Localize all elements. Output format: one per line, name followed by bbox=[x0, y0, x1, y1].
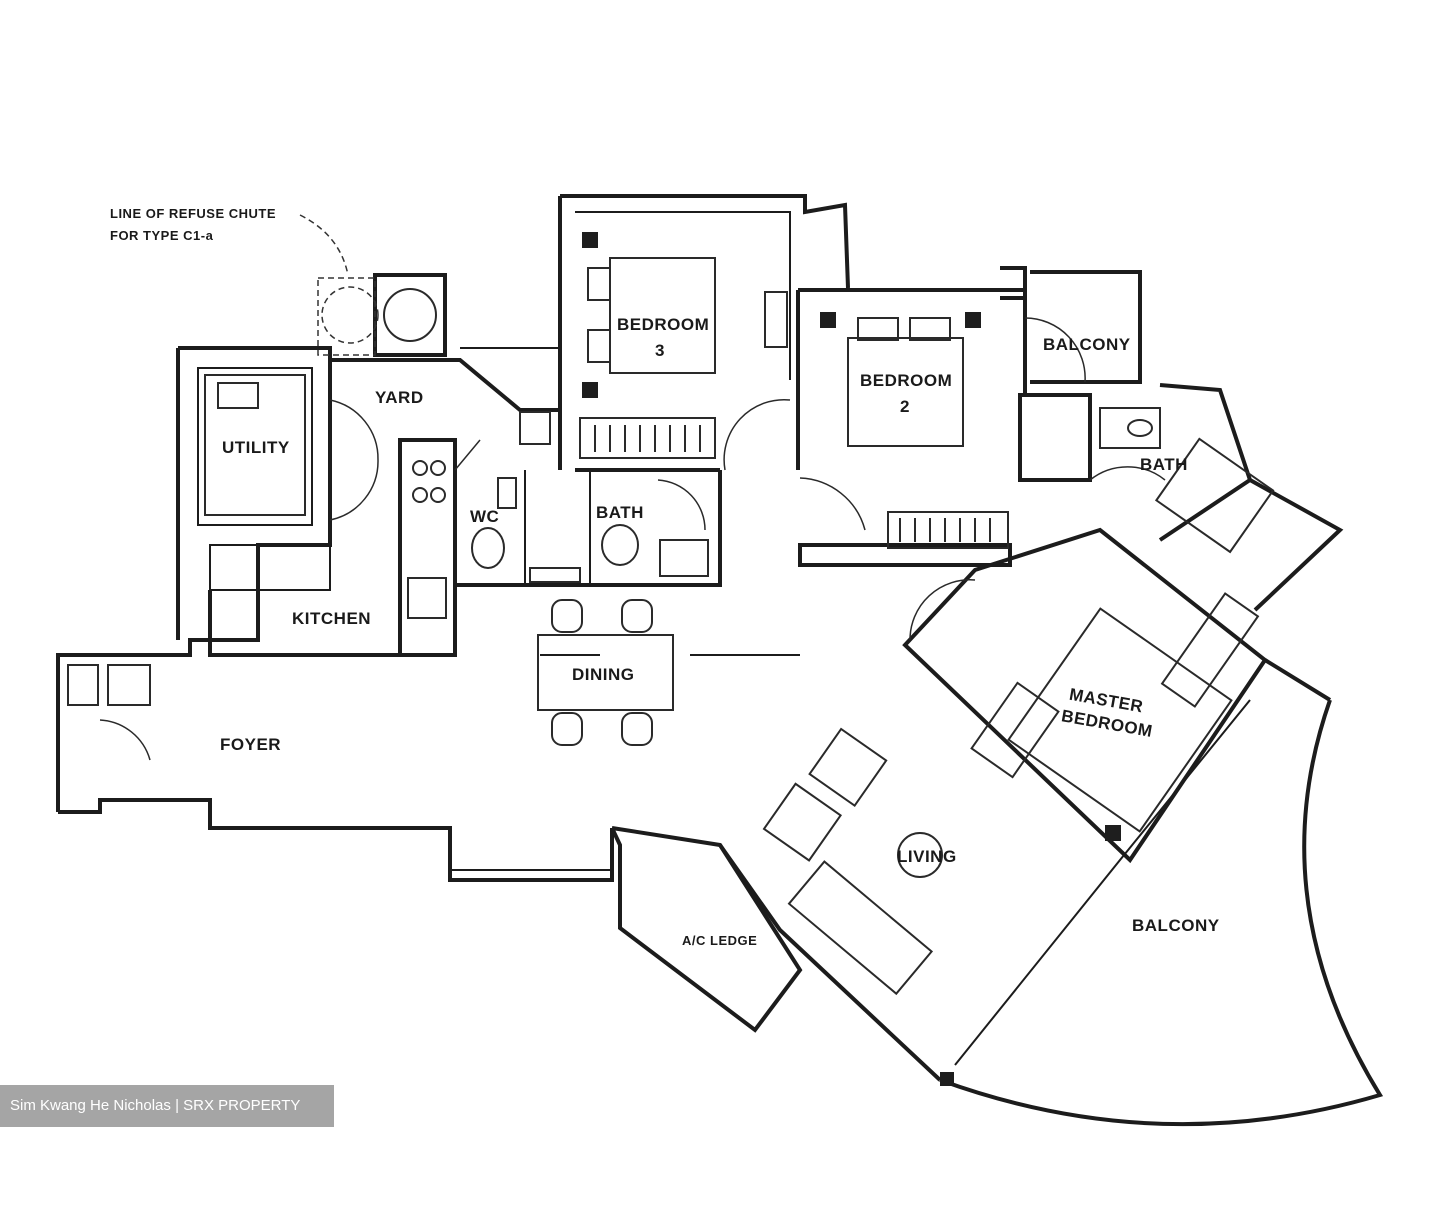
refuse-chute-label-line2: FOR TYPE C1-a bbox=[110, 228, 214, 243]
bedroom-2-label: BEDROOM bbox=[860, 371, 952, 390]
dining-label: DINING bbox=[572, 665, 635, 684]
living-label: LIVING bbox=[897, 847, 957, 866]
yard-label: YARD bbox=[375, 388, 424, 407]
room-labels: YARD UTILITY WC BATH BEDROOM 3 BEDROOM 2… bbox=[220, 315, 1220, 948]
bedroom-3-label: BEDROOM bbox=[617, 315, 709, 334]
foyer-label: FOYER bbox=[220, 735, 281, 754]
bath-master-label: BATH bbox=[1140, 455, 1188, 474]
bedroom-3-number: 3 bbox=[655, 341, 665, 360]
utility-label: UTILITY bbox=[222, 438, 290, 457]
refuse-chute-note: LINE OF REFUSE CHUTE FOR TYPE C1-a bbox=[110, 206, 437, 356]
balcony-main-label: BALCONY bbox=[1132, 916, 1220, 935]
bedroom-2-number: 2 bbox=[900, 397, 910, 416]
balcony-top-label: BALCONY bbox=[1043, 335, 1131, 354]
walls bbox=[56, 194, 1384, 1127]
kitchen-label: KITCHEN bbox=[292, 609, 371, 628]
watermark-caption: Sim Kwang He Nicholas | SRX PROPERTY bbox=[0, 1085, 334, 1127]
bath-common-label: BATH bbox=[596, 503, 644, 522]
refuse-chute-label-line1: LINE OF REFUSE CHUTE bbox=[110, 206, 276, 221]
furniture bbox=[67, 232, 1275, 1086]
ac-ledge-label: A/C LEDGE bbox=[682, 933, 757, 948]
door-swings bbox=[99, 317, 1166, 761]
wc-label: WC bbox=[470, 507, 499, 526]
